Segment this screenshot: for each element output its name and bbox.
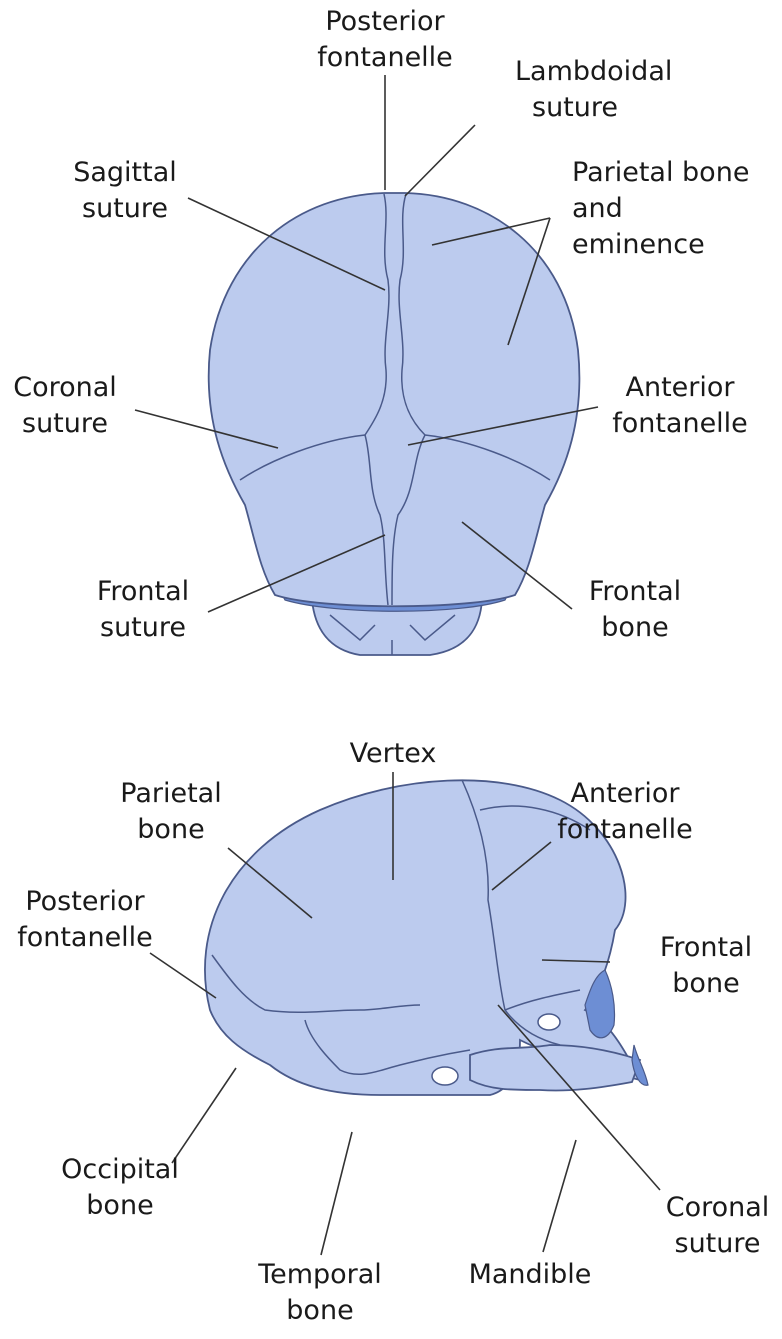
side-view-ear-hole <box>432 1067 458 1085</box>
side-view-cheek-hole <box>538 1014 560 1030</box>
label-side-mandible: Mandible <box>450 1257 610 1293</box>
label-side-vertex: Vertex <box>328 736 458 772</box>
top-view-skull <box>209 193 580 655</box>
side-view-mandible <box>470 1045 640 1091</box>
